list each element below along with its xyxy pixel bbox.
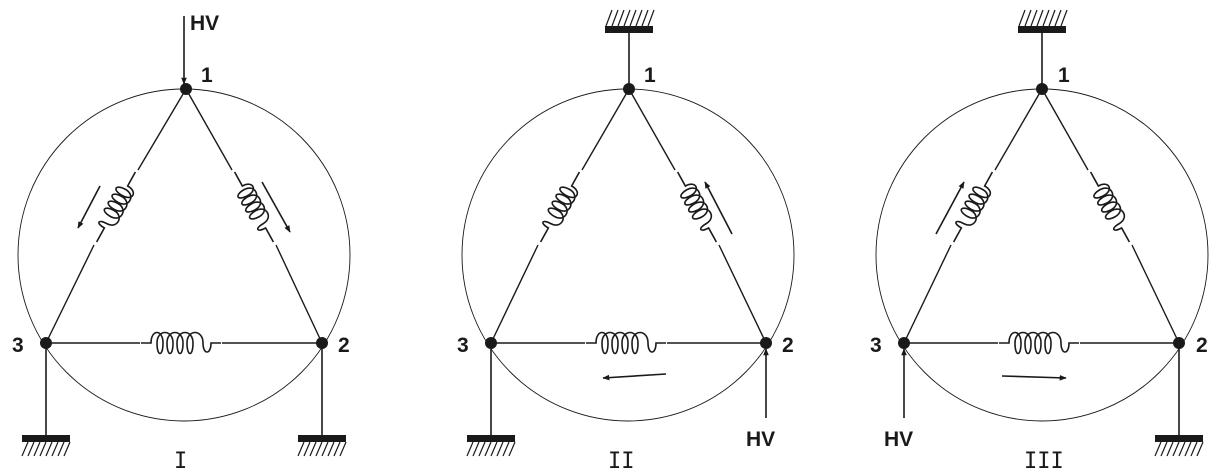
coil-1-3 [952, 171, 994, 243]
node-label-2: 2 [338, 334, 350, 357]
winding-1-2-wire [185, 88, 323, 344]
node-label-1: 1 [201, 64, 213, 87]
node-dot-1 [180, 83, 192, 95]
ground-symbol [1018, 9, 1068, 89]
hv-label: HV [746, 428, 775, 451]
ground-symbol [21, 343, 71, 457]
ground-symbol [1154, 343, 1204, 457]
node-dot-1 [623, 83, 635, 95]
coil-1-3 [95, 171, 137, 243]
node-label-3: 3 [457, 334, 469, 357]
coil-3-2 [586, 331, 666, 355]
node-dot-3 [485, 337, 497, 349]
current-arrow [704, 181, 733, 235]
node-dot-2 [1173, 337, 1185, 349]
node-label-3: 3 [12, 334, 24, 357]
current-arrow [1001, 375, 1067, 381]
coil-1-2 [233, 171, 275, 243]
current-arrow [77, 185, 101, 229]
current-arrow [935, 181, 965, 235]
stator-circle [17, 88, 351, 422]
stator-circle [461, 88, 795, 422]
node-label-2: 2 [782, 334, 794, 357]
ground-symbol [605, 9, 655, 89]
coil-1-3 [539, 171, 581, 243]
hv-label: HV [190, 12, 219, 35]
node-label-1: 1 [644, 64, 656, 87]
ground-symbol [297, 343, 347, 457]
node-dot-1 [1036, 83, 1048, 95]
winding-1-3-wire [903, 88, 1043, 344]
node-label-1: 1 [1058, 64, 1070, 87]
current-arrow [261, 181, 291, 233]
diagram-1: HV 1 2 3 I [12, 12, 351, 468]
hv-label: HV [884, 428, 913, 451]
node-label-3: 3 [870, 334, 882, 357]
ground-symbol [466, 343, 516, 457]
case-label: III [1024, 449, 1064, 468]
current-arrow [602, 373, 667, 381]
winding-1-3-wire [45, 88, 187, 344]
diagram-3: HV 1 2 3 III [870, 9, 1209, 468]
case-label: I [174, 449, 187, 468]
coil-1-2 [1089, 171, 1131, 243]
coil-1-2 [676, 171, 718, 243]
winding-1-2-wire [1041, 88, 1180, 344]
diagram-2: HV 1 2 3 II [457, 9, 795, 468]
node-dot-3 [898, 337, 910, 349]
node-dot-2 [316, 337, 328, 349]
node-label-2: 2 [1196, 334, 1208, 357]
stator-circle [875, 88, 1209, 422]
winding-1-3-wire [490, 88, 630, 344]
coil-3-2 [999, 331, 1079, 355]
node-dot-2 [760, 337, 772, 349]
node-dot-3 [40, 337, 52, 349]
case-label: II [608, 449, 635, 468]
winding-1-2-wire [628, 88, 767, 344]
coil-3-2 [141, 331, 221, 355]
